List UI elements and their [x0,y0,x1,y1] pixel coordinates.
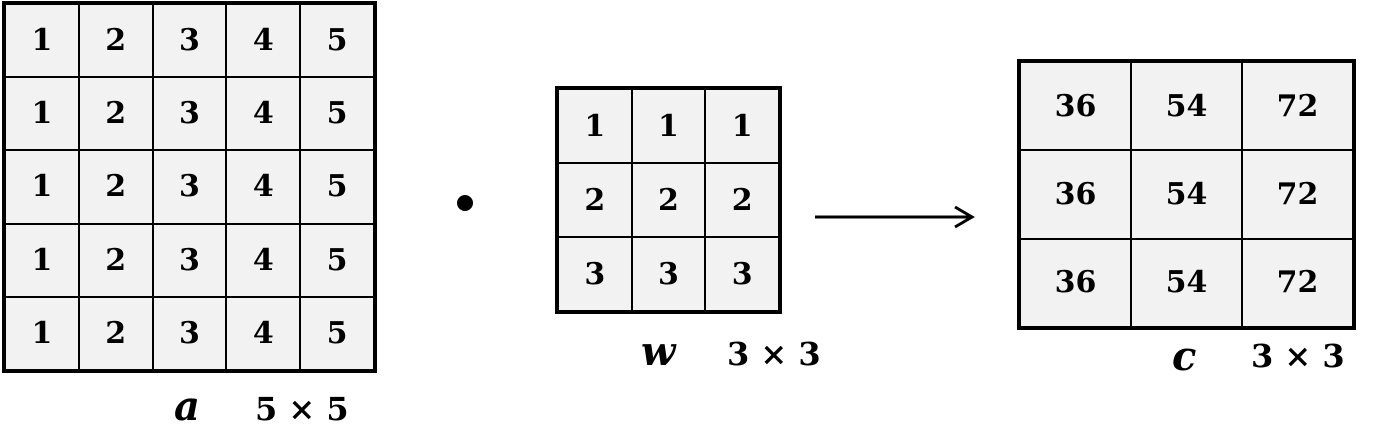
matrix-a-cell: 4 [226,223,301,297]
matrix-a-name: a [174,383,200,430]
matrix-a-cell: 2 [78,223,153,297]
matrix-w-cell: 3 [558,237,632,311]
matrix-a-cell: 2 [78,296,153,370]
matrix-c-cell: 36 [1020,150,1131,239]
matrix-a-cell: 4 [226,77,301,151]
matrix-c-cell: 72 [1242,62,1353,151]
matrix-a-cell: 3 [152,77,227,151]
matrix-c-name: c [1172,333,1197,380]
matrix-a-cell: 3 [152,223,227,297]
matrix-w-cell: 1 [631,89,706,163]
matrix-c-size: 3 × 3 [1251,337,1345,375]
dot-operator-icon [457,195,473,211]
matrix-w-cell: 3 [705,237,779,311]
matrix-a-cell: 4 [226,4,301,78]
matrix-a-cell: 4 [226,296,301,370]
matrix-a-cell: 3 [152,150,227,224]
matrix-w-cell: 1 [705,89,779,163]
matrix-w-size: 3 × 3 [727,335,821,373]
matrix-c-cell: 54 [1131,238,1242,327]
matrix-c-cell: 36 [1020,238,1131,327]
matrix-a-cell: 3 [152,296,227,370]
matrix-a-cell: 5 [300,296,374,370]
matrix-a-cell: 2 [78,4,153,78]
matrix-a-cell: 1 [5,150,79,224]
matrix-a-size: 5 × 5 [255,390,349,428]
matrix-w-cell: 2 [558,163,632,237]
matrix-a-cell: 5 [300,150,374,224]
matrix-a-cell: 5 [300,4,374,78]
right-arrow-icon [815,205,975,229]
matrix-c-cell: 72 [1242,238,1353,327]
matrix-a-cell: 1 [5,223,79,297]
matrix-c-cell: 54 [1131,150,1242,239]
matrix-c-cell: 36 [1020,62,1131,151]
matrix-a-cell: 5 [300,77,374,151]
matrix-a-cell: 2 [78,150,153,224]
matrix-a-cell: 1 [5,4,79,78]
matrix-a-cell: 4 [226,150,301,224]
matrix-a-cell: 5 [300,223,374,297]
matrix-a-cell: 1 [5,296,79,370]
matrix-w-cell: 1 [558,89,632,163]
matrix-a-cell: 3 [152,4,227,78]
matrix-c-cell: 54 [1131,62,1242,151]
matrix-a-cell: 2 [78,77,153,151]
matrix-a-cell: 1 [5,77,79,151]
matrix-c-cell: 72 [1242,150,1353,239]
matrix-w-cell: 3 [631,237,706,311]
matrix-w-cell: 2 [631,163,706,237]
matrix-w-name: w [641,328,676,375]
matrix-w-cell: 2 [705,163,779,237]
